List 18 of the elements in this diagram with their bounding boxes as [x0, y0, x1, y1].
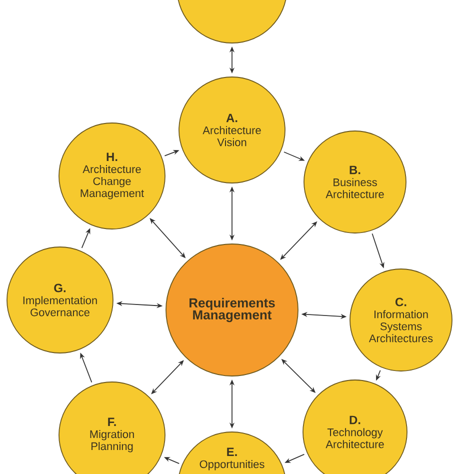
- phase-label: H. Architecture Change Management: [80, 152, 144, 200]
- phase-circle: [304, 130, 406, 234]
- phase-label: G. Implementation Governance: [23, 284, 97, 316]
- phase-label: Requirements Management: [190, 298, 275, 322]
- phase-label: E. Opportunities: [200, 448, 264, 470]
- requirements-circle: [166, 244, 298, 376]
- phase-circle: [58, 382, 166, 474]
- phase-circle: [302, 380, 408, 474]
- phase-circle: [58, 122, 166, 230]
- phase-circle: [6, 246, 114, 354]
- phase-label: B. Business Architecture: [326, 166, 384, 198]
- phase-circle: [178, 76, 286, 184]
- phase-circle: [178, 432, 286, 474]
- phase-label: F. Migration Planning: [90, 418, 134, 452]
- phase-label: C. Information Systems Architectures: [368, 298, 433, 342]
- phase-circle: [350, 268, 452, 372]
- phase-label: D. Technology Architecture: [326, 416, 384, 448]
- phase-label: A. Architecture Vision: [202, 114, 261, 146]
